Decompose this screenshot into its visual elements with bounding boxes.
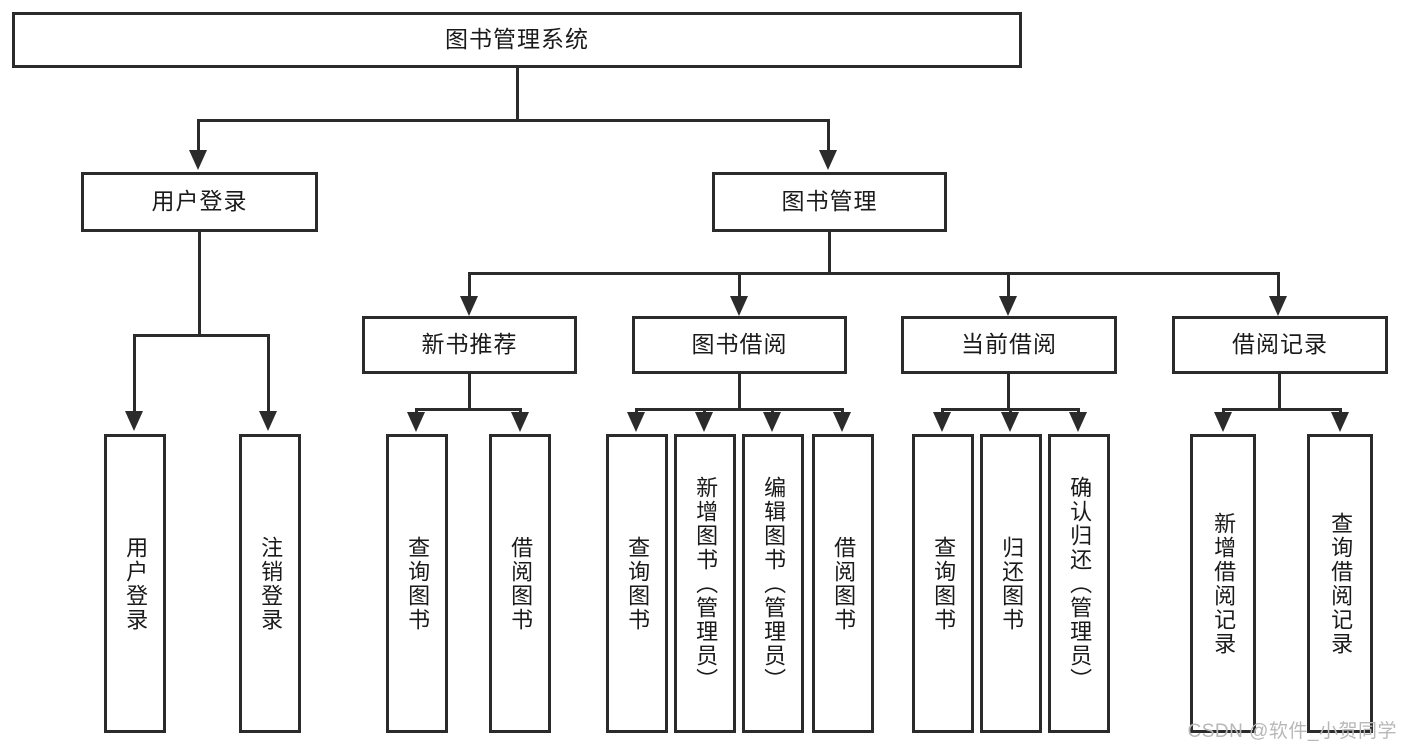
node-book-manage[interactable]: 图书管理 — [712, 172, 947, 232]
arrow-root-to-user-login — [189, 150, 207, 170]
connector-book-borrow-bus — [635, 408, 844, 411]
connector-book-manage-drop-3 — [1007, 272, 1010, 298]
leaf-user-login-label: 用户登录 — [123, 535, 149, 632]
leaf-user-logout-label: 注销登录 — [258, 535, 284, 632]
leaf-borrow-book-2-label: 借阅图书 — [831, 535, 857, 632]
connector-root-stem — [516, 68, 519, 121]
arrow-br-leaf-2 — [1331, 412, 1349, 432]
connector-root-bus — [197, 119, 830, 122]
arrow-book-manage-child-3 — [999, 296, 1017, 316]
leaf-user-login[interactable]: 用户登录 — [104, 434, 166, 733]
arrow-book-manage-child-2 — [730, 296, 748, 316]
arrow-root-to-book-manage — [819, 150, 837, 170]
leaf-query-record-label: 查询借阅记录 — [1328, 511, 1354, 656]
node-root-label: 图书管理系统 — [445, 26, 589, 53]
node-book-manage-label: 图书管理 — [781, 188, 878, 215]
node-current-borrow[interactable]: 当前借阅 — [901, 316, 1117, 374]
leaf-confirm-return[interactable]: 确认归还（管理员） — [1048, 434, 1110, 733]
arrow-nbr-leaf-1 — [407, 412, 425, 432]
leaf-query-book-2-label: 查询图书 — [625, 535, 651, 632]
connector-root-to-book-manage — [827, 119, 830, 152]
node-root[interactable]: 图书管理系统 — [12, 12, 1022, 68]
connector-book-manage-drop-4 — [1277, 272, 1280, 298]
arrow-cb-leaf-1 — [933, 412, 951, 432]
leaf-edit-book[interactable]: 编辑图书（管理员） — [742, 434, 804, 733]
arrow-cb-leaf-3 — [1069, 412, 1087, 432]
connector-book-borrow-stem — [738, 374, 741, 410]
arrow-cb-leaf-2 — [1001, 412, 1019, 432]
leaf-add-record-label: 新增借阅记录 — [1211, 511, 1237, 656]
connector-user-login-bus — [133, 334, 270, 337]
leaf-query-record[interactable]: 查询借阅记录 — [1307, 434, 1373, 733]
node-user-login[interactable]: 用户登录 — [81, 172, 318, 232]
node-new-book-recommend-label: 新书推荐 — [421, 331, 518, 358]
node-book-borrow[interactable]: 图书借阅 — [632, 316, 847, 374]
leaf-add-book[interactable]: 新增图书（管理员） — [674, 434, 736, 733]
connector-new-book-recommend-bus — [415, 408, 522, 411]
connector-borrow-record-bus — [1222, 408, 1342, 411]
leaf-return-book[interactable]: 归还图书 — [980, 434, 1042, 733]
arrow-bb-leaf-4 — [833, 412, 851, 432]
watermark-text: CSDN @软件_小贺同学 — [1187, 721, 1397, 742]
connector-book-manage-bus — [468, 272, 1280, 275]
node-current-borrow-label: 当前借阅 — [961, 331, 1057, 358]
arrow-user-login-leaf-2 — [259, 411, 277, 431]
arrow-book-manage-child-1 — [460, 296, 478, 316]
arrow-book-manage-child-4 — [1269, 296, 1287, 316]
leaf-borrow-book-1[interactable]: 借阅图书 — [489, 434, 551, 733]
connector-new-book-recommend-stem — [468, 374, 471, 410]
arrow-nbr-leaf-2 — [511, 412, 529, 432]
connector-current-borrow-stem — [1007, 374, 1010, 410]
node-borrow-record-label: 借阅记录 — [1232, 331, 1328, 358]
leaf-confirm-return-label: 确认归还（管理员） — [1067, 475, 1093, 692]
arrow-bb-leaf-1 — [627, 412, 645, 432]
leaf-query-book-3[interactable]: 查询图书 — [912, 434, 974, 733]
arrow-br-leaf-1 — [1214, 412, 1232, 432]
arrow-user-login-leaf-1 — [125, 411, 143, 431]
leaf-add-record[interactable]: 新增借阅记录 — [1190, 434, 1256, 733]
connector-user-login-drop-2 — [267, 334, 270, 413]
leaf-query-book-1-label: 查询图书 — [405, 535, 431, 632]
node-new-book-recommend[interactable]: 新书推荐 — [362, 316, 577, 374]
leaf-query-book-3-label: 查询图书 — [931, 535, 957, 632]
connector-root-to-user-login — [197, 119, 200, 152]
leaf-edit-book-label: 编辑图书（管理员） — [761, 475, 787, 692]
arrow-bb-leaf-2 — [695, 412, 713, 432]
leaf-add-book-label: 新增图书（管理员） — [693, 475, 719, 692]
leaf-query-book-2[interactable]: 查询图书 — [606, 434, 668, 733]
leaf-query-book-1[interactable]: 查询图书 — [386, 434, 448, 733]
leaf-return-book-label: 归还图书 — [999, 535, 1025, 632]
connector-borrow-record-stem — [1278, 374, 1281, 410]
connector-book-manage-stem — [828, 232, 831, 274]
leaf-borrow-book-1-label: 借阅图书 — [508, 535, 534, 632]
connector-user-login-stem — [198, 232, 201, 336]
connector-user-login-drop-1 — [133, 334, 136, 413]
connector-book-manage-drop-2 — [738, 272, 741, 298]
leaf-borrow-book-2[interactable]: 借阅图书 — [812, 434, 874, 733]
node-borrow-record[interactable]: 借阅记录 — [1172, 316, 1388, 374]
leaf-user-logout[interactable]: 注销登录 — [239, 434, 301, 733]
arrow-bb-leaf-3 — [763, 412, 781, 432]
connector-book-manage-drop-1 — [468, 272, 471, 298]
node-user-login-label: 用户登录 — [151, 188, 248, 215]
node-book-borrow-label: 图书借阅 — [691, 331, 788, 358]
